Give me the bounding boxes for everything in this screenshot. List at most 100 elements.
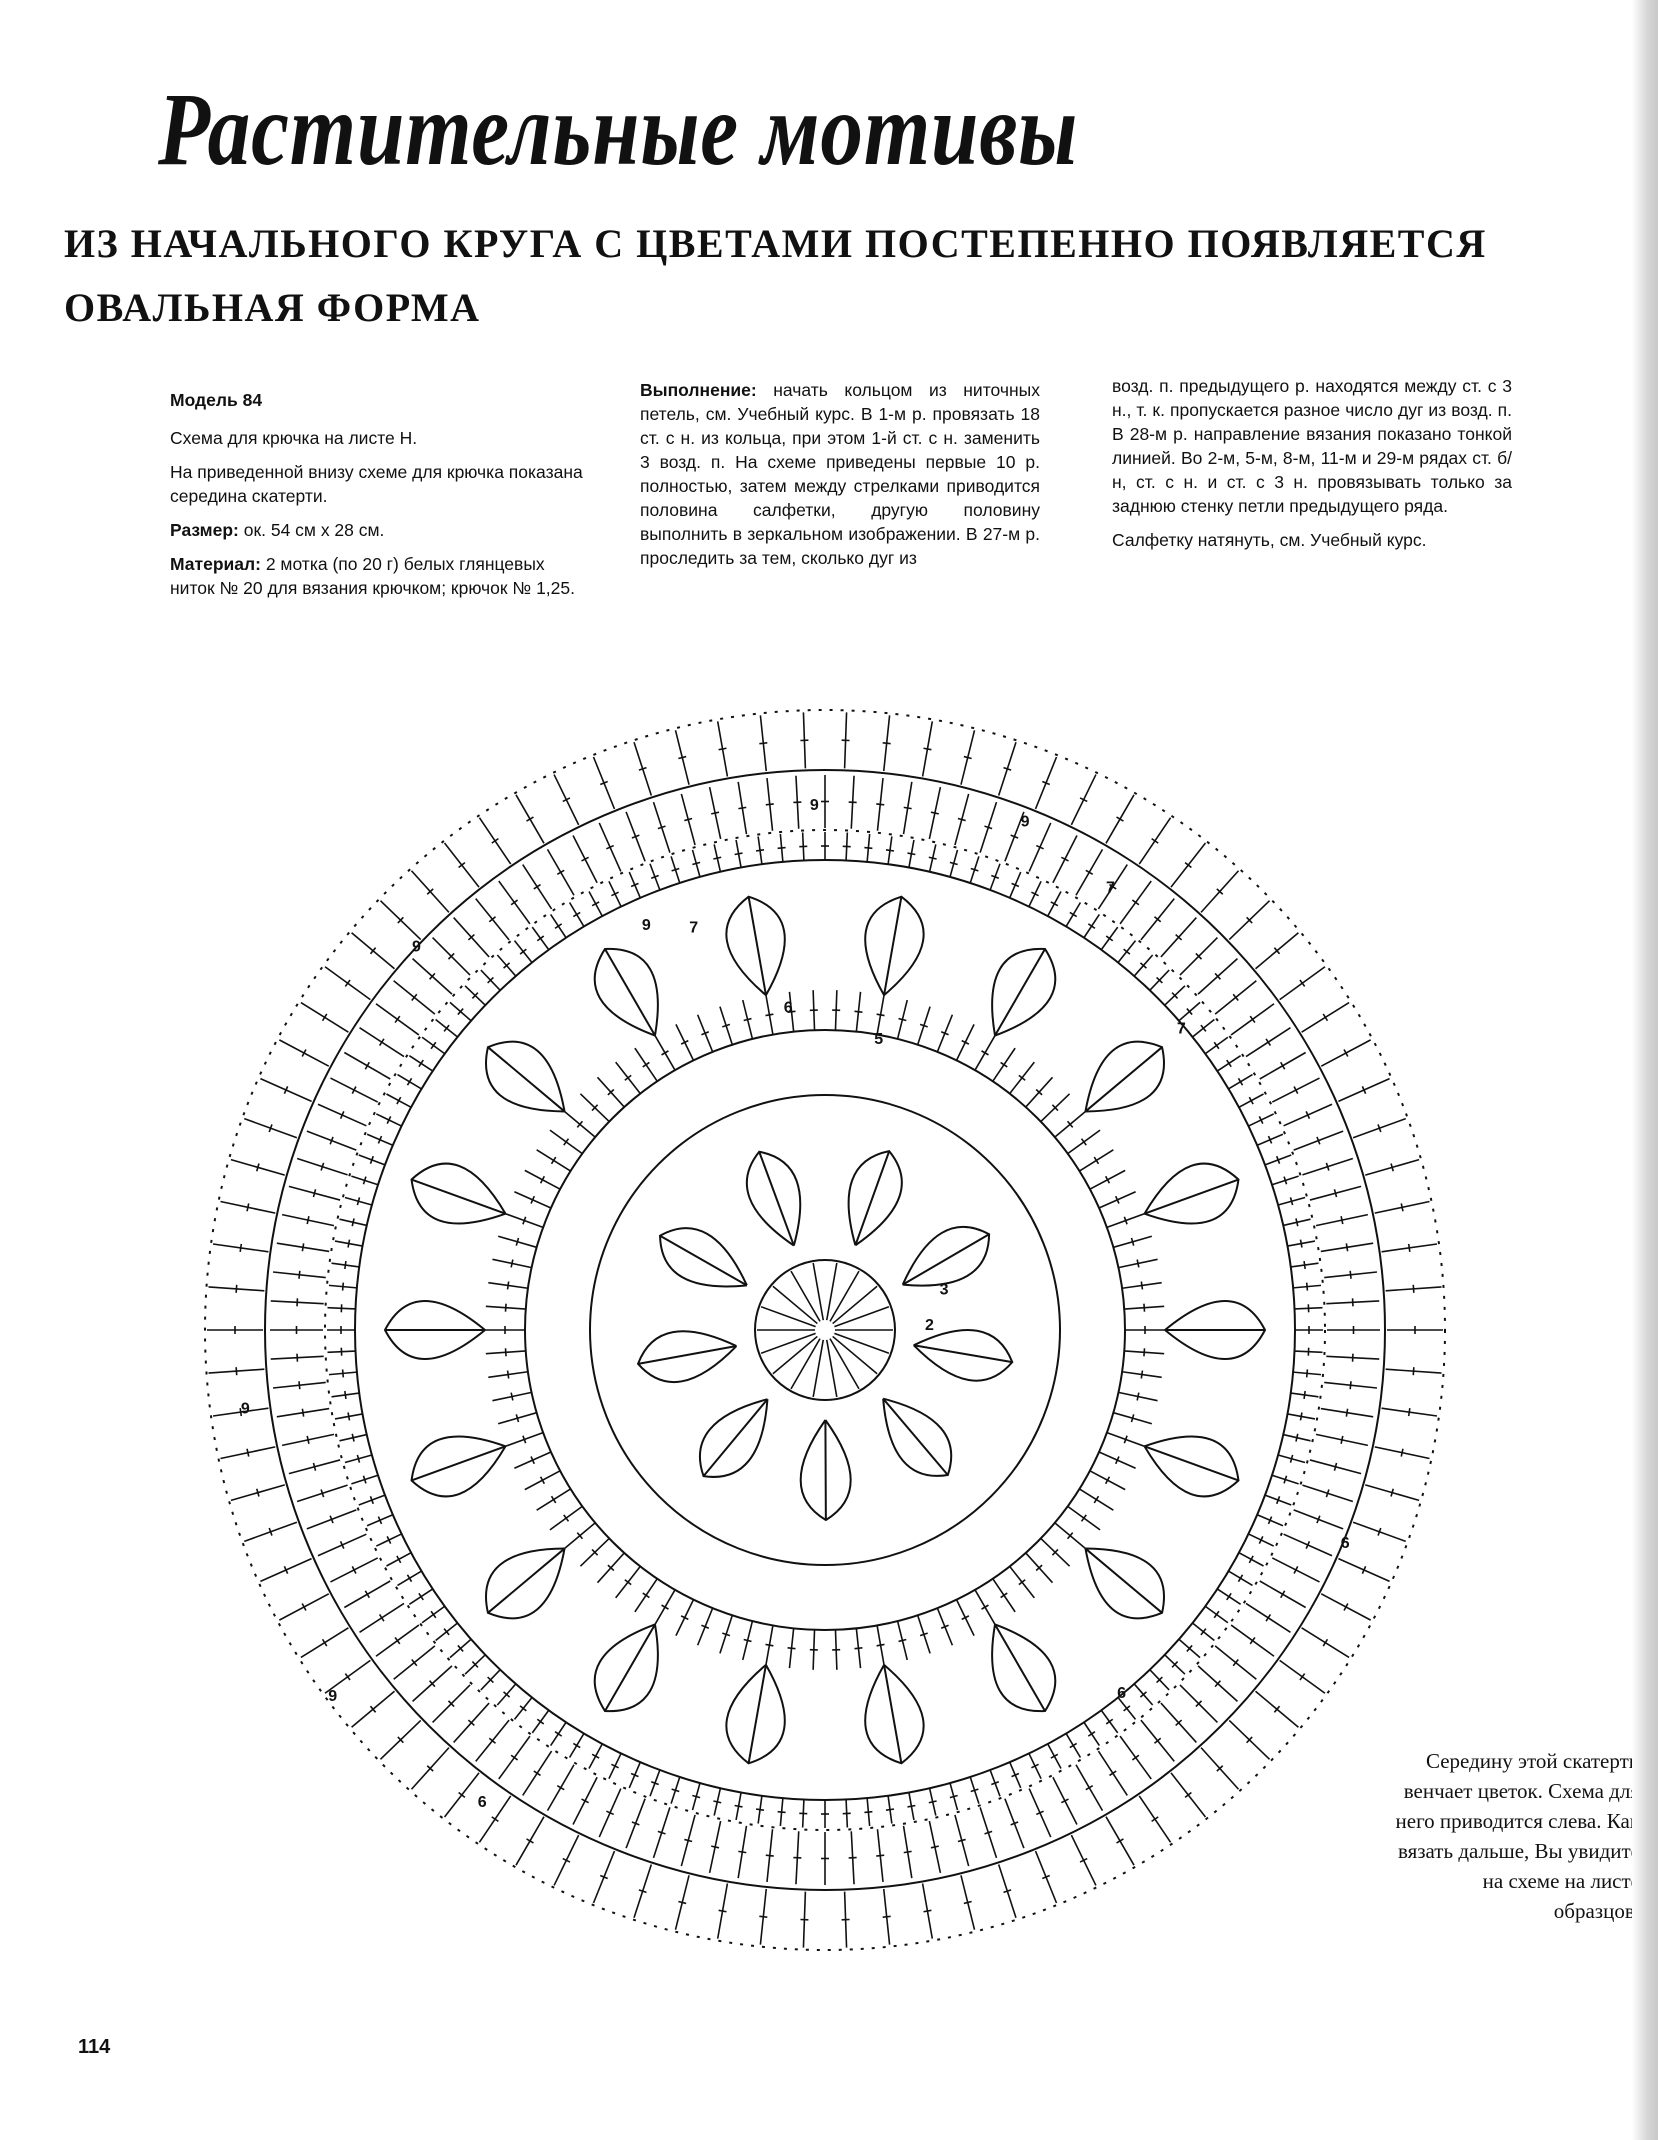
page-number: 114	[78, 2036, 111, 2058]
outer-band-stitch-bar	[488, 1737, 497, 1744]
outer-band-stitch-bar	[876, 1854, 885, 1857]
material-value: 2 мотка (по 20 г) белых глянцевых ниток …	[170, 554, 575, 598]
edge-stitch-bar	[882, 1915, 891, 1918]
outer-petal-vein	[1144, 1178, 1239, 1215]
band-stitch-bar	[1258, 1536, 1264, 1544]
outer-band-stitch-bar	[320, 1162, 325, 1171]
edge-stitch-bar	[1377, 1527, 1382, 1536]
outer-band-stitch-bar	[378, 1038, 385, 1046]
row-label: 2	[925, 1317, 934, 1334]
outer-band-stitch-bar	[411, 1658, 418, 1667]
side-note: Середину этой скатерти венчает цветок. С…	[1395, 1749, 1640, 1923]
outer-band-stitch-bar	[298, 1270, 301, 1279]
edge-stitch-bar	[963, 755, 972, 760]
row-label: 7	[689, 920, 698, 937]
edge-stitch-bar	[526, 1838, 534, 1844]
row-label: 6	[1341, 1535, 1350, 1552]
size-value: ок. 54 см х 28 см.	[243, 520, 385, 540]
band-stitch-bar	[1275, 1496, 1281, 1505]
inner-band-stitch-bar	[765, 1643, 774, 1647]
band-stitch-bar	[1031, 891, 1039, 897]
band-stitch-bar	[536, 1718, 545, 1725]
outer-petal	[410, 1435, 507, 1498]
inner-petal-vein	[913, 1344, 1013, 1364]
band-stitch-bar	[734, 852, 743, 856]
outer-band-stitch-bar	[351, 1086, 357, 1094]
band-stitch-bar	[1303, 1260, 1306, 1270]
band-stitch-bar	[386, 1536, 392, 1544]
outer-band-stitch-bar	[1249, 1636, 1256, 1645]
outer-band-stitch-bar	[1109, 1770, 1117, 1777]
band-stitch-bar	[777, 846, 786, 850]
outer-band-stitch-bar	[1265, 1038, 1272, 1046]
inner-band-stitch-bar	[854, 1010, 863, 1013]
band-stitch-bar	[1237, 1574, 1244, 1583]
band-stitch-bar	[907, 852, 916, 856]
band-stitch-bar	[970, 1788, 979, 1793]
band-stitch-bar	[1069, 911, 1078, 918]
outer-band-stitch-bar	[631, 1821, 640, 1826]
edge-stitch-bar	[1299, 979, 1306, 987]
edge-stitch-bar	[1299, 1673, 1306, 1681]
inner-band-stitch-bar	[530, 1456, 536, 1465]
edge-stitch-bar	[246, 1203, 250, 1212]
inner-band-stitch-bar	[1123, 1435, 1128, 1444]
inner-band-stitch-bar	[661, 1050, 669, 1056]
band-stitch-bar	[864, 846, 873, 850]
edge-stitch-bar	[1412, 1367, 1415, 1376]
band-stitch-bar	[734, 1804, 743, 1808]
band-stitch-bar	[864, 1810, 873, 1814]
center-stitch	[825, 1262, 838, 1321]
edge-stitch-bar	[1003, 766, 1012, 771]
outer-band-stitch-bar	[984, 1830, 993, 1835]
band-stitch-bar	[1200, 1024, 1207, 1032]
row-label: 7	[1106, 879, 1115, 896]
inner-band-stitch-bar	[876, 1013, 885, 1017]
band-stitch-bar	[1171, 1661, 1179, 1668]
outer-band-stitch-bar	[738, 806, 747, 810]
edge-stitch-bar	[1343, 1049, 1349, 1057]
diagram-ring	[264, 769, 1386, 1891]
edge-stitch-bar	[246, 1448, 250, 1457]
outer-band-stitch-bar	[1325, 1489, 1330, 1498]
inner-band-stitch-bar	[701, 1031, 710, 1036]
inner-band-stitch-bar	[563, 1138, 570, 1146]
edge-stitch-bar	[301, 1603, 307, 1611]
edge-stitch-bar	[344, 1673, 351, 1681]
band-stitch-bar	[885, 849, 895, 852]
edge-stitch-bar	[1079, 797, 1088, 803]
instructions-label: Выполнение:	[640, 380, 757, 400]
inner-band-stitch-bar	[876, 1643, 885, 1647]
outer-band-stitch-bar	[1010, 834, 1019, 839]
band-stitch-bar	[572, 1742, 581, 1749]
band-stitch-bar	[611, 1763, 619, 1769]
center-stitch	[812, 1262, 825, 1321]
band-stitch-bar	[1156, 1676, 1163, 1684]
inner-band-stitch-bar	[961, 1039, 970, 1045]
edge-stitch-bar	[1151, 837, 1159, 844]
inner-band-stitch-bar	[607, 1564, 615, 1572]
outer-band-stitch-bar	[320, 1489, 325, 1498]
row-label: 9	[1021, 814, 1030, 831]
inner-band-stitch-bar	[940, 1031, 949, 1036]
band-stitch-bar	[347, 1239, 351, 1248]
outer-band-stitch-bar	[606, 1810, 615, 1816]
band-stitch-bar	[1105, 1718, 1114, 1725]
band-stitch-bar	[1213, 1041, 1220, 1050]
band-stitch-bar	[536, 935, 545, 942]
diagram-ring	[754, 1259, 896, 1401]
edge-stitch-bar	[268, 1124, 273, 1133]
band-stitch-bar	[1295, 1218, 1299, 1227]
row-label: 5	[874, 1031, 883, 1048]
scheme-sheet-text: Схема для крючка на листе Н.	[170, 428, 418, 448]
row-label: 6	[1117, 1685, 1126, 1702]
edge-stitch-bar	[283, 1086, 289, 1095]
band-stitch-bar	[907, 1804, 916, 1808]
center-stitch	[834, 1332, 890, 1355]
inner-band-stitch-bar	[506, 1281, 510, 1290]
outer-band-stitch-bar	[1280, 1590, 1286, 1599]
inner-band-stitch-bar	[1136, 1392, 1140, 1401]
column-instructions-continued: возд. п. предыдущего р. находятся между …	[1112, 374, 1512, 562]
band-stitch-bar	[1139, 962, 1147, 969]
band-stitch-bar	[970, 867, 979, 872]
